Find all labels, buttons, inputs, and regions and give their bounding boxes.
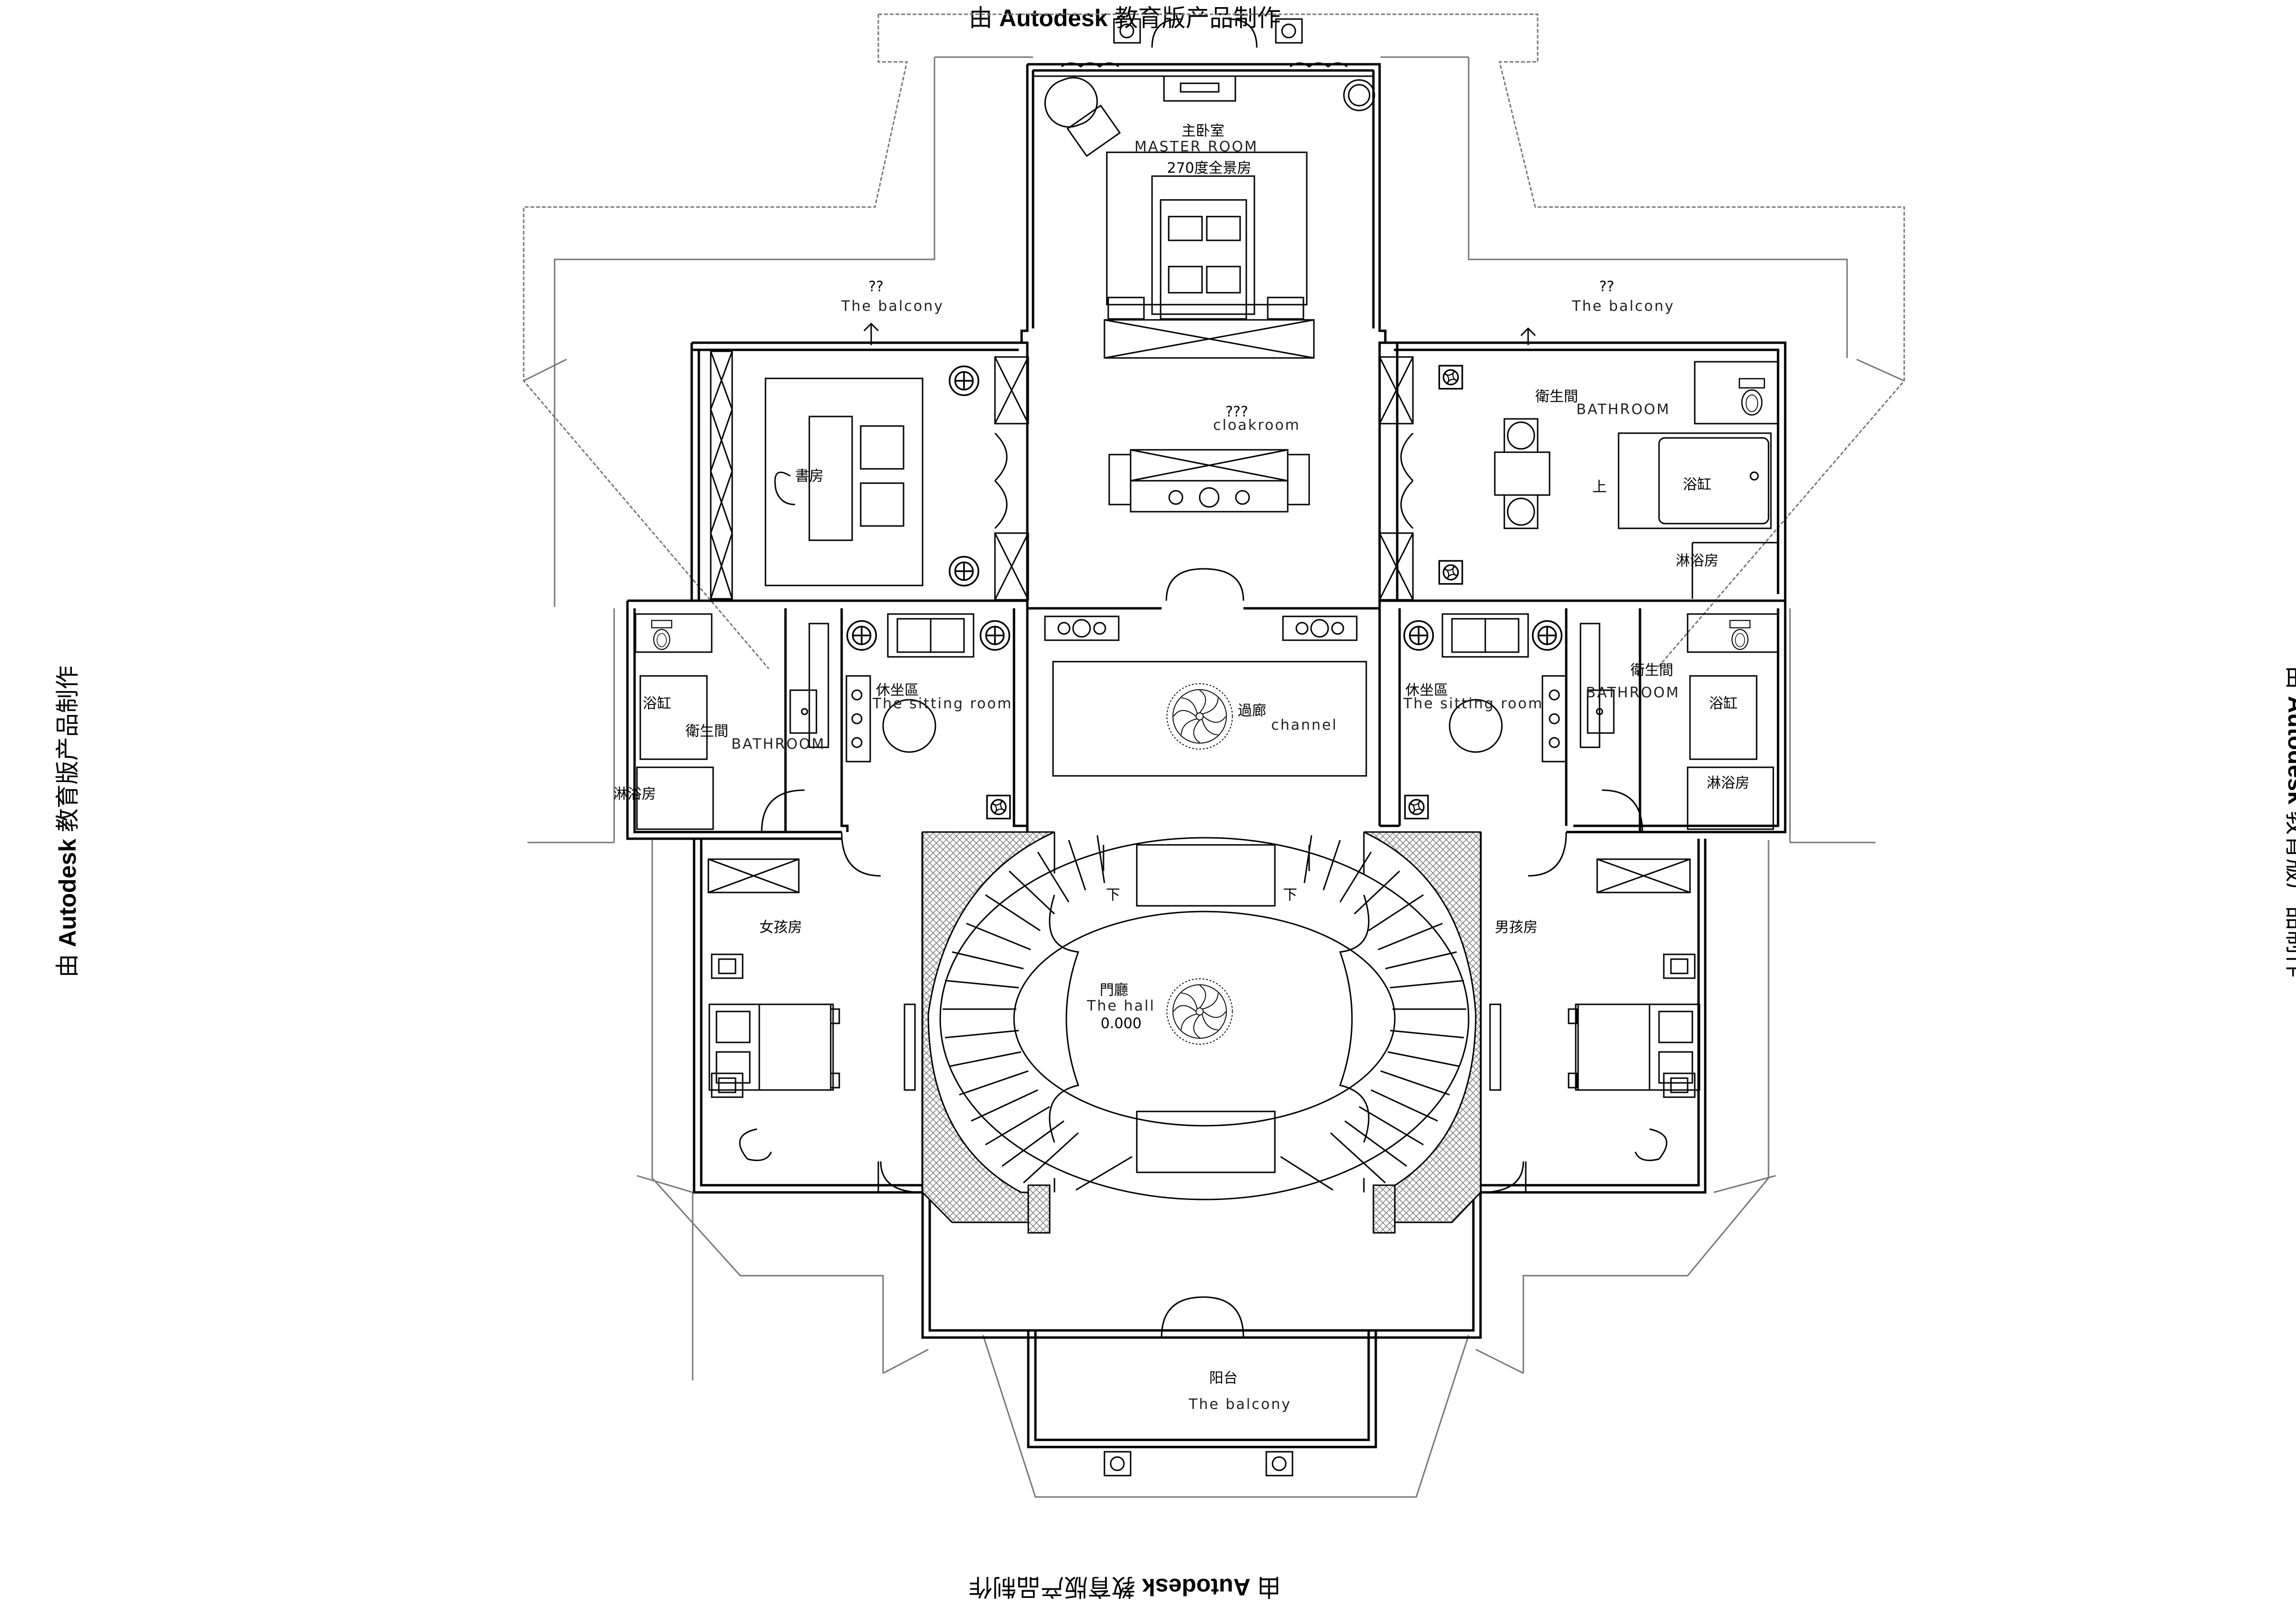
master-room-label-en: MASTER ROOM (1134, 139, 1258, 155)
front-balcony-label-cn: 阳台 (1209, 1370, 1238, 1387)
sitting-left-label-cn: 休坐區 (876, 682, 919, 699)
balcony-right-label-en: The balcony (1571, 298, 1675, 315)
sitting-left-label-en: The sitting room (872, 695, 1013, 712)
stair-hall (922, 831, 1481, 1234)
stair-down-left: 下 (1106, 887, 1120, 903)
master-room-label-cn: 主卧室 (1182, 123, 1224, 139)
shower-top-label: 淋浴房 (1676, 553, 1719, 569)
tub-top-label: 浴缸 (1683, 476, 1711, 493)
shower-left-label: 淋浴房 (613, 786, 656, 803)
balcony-right-label-cn: ?? (1599, 278, 1614, 295)
bedrooms-furniture (707, 832, 1700, 1193)
bathroom-left-fixtures (635, 613, 829, 833)
shower-right-label: 淋浴房 (1707, 775, 1749, 792)
bathroom-right-fixtures (1580, 613, 1779, 833)
study-label: 書房 (795, 468, 824, 485)
tub-left-label: 浴缸 (643, 695, 671, 712)
sitting-right-label-en: The sitting room (1403, 695, 1543, 712)
hall-label-en: The hall (1086, 998, 1155, 1014)
room-labels: 主卧室 MASTER ROOM 270度全景房 ?? The balcony ?… (613, 123, 1749, 1413)
cloakroom-furniture (994, 356, 1414, 601)
watermark-top: 由 Autodesk 教育版产品制作 (969, 5, 1281, 31)
bath-top-label-cn: 衛生間 (1535, 388, 1578, 405)
bath-right-label-cn: 衛生間 (1630, 662, 1673, 679)
balcony-left-label-en: The balcony (841, 298, 944, 315)
stair-down-right: 下 (1283, 887, 1297, 903)
front-balcony-fixtures (1061, 18, 1348, 1477)
bath-left-label-en: BATHROOM (731, 736, 825, 753)
up-mark: 上 (1592, 479, 1607, 496)
bathroom-top-fixtures (1438, 327, 1779, 599)
cloakroom-label-en: cloakroom (1213, 417, 1301, 434)
master-room-sub-label: 270度全景房 (1167, 160, 1251, 177)
hall-level-label: 0.000 (1101, 1015, 1142, 1032)
master-room-furniture (1032, 69, 1375, 359)
study-furniture (710, 322, 980, 600)
roof-outline (523, 13, 1905, 1498)
tub-right-label: 浴缸 (1709, 695, 1738, 712)
channel-furniture (1044, 615, 1367, 777)
bath-top-label-en: BATHROOM (1576, 401, 1670, 418)
bath-left-label-cn: 衛生間 (686, 723, 728, 740)
boy-room-label: 男孩房 (1495, 919, 1538, 936)
channel-label-cn: 過廊 (1238, 703, 1266, 719)
balcony-left-label-cn: ?? (868, 278, 884, 295)
hall-label-cn: 門廳 (1100, 982, 1128, 999)
front-balcony-label-en: The balcony (1188, 1396, 1292, 1413)
channel-label-en: channel (1271, 717, 1338, 734)
cloakroom-label-cn: ??? (1225, 404, 1248, 420)
sitting-right-label-cn: 休坐區 (1405, 682, 1448, 699)
bath-right-label-en: BATHROOM (1586, 684, 1680, 701)
sitting-rooms-furniture (845, 613, 1567, 820)
girl-room-label: 女孩房 (759, 919, 802, 936)
